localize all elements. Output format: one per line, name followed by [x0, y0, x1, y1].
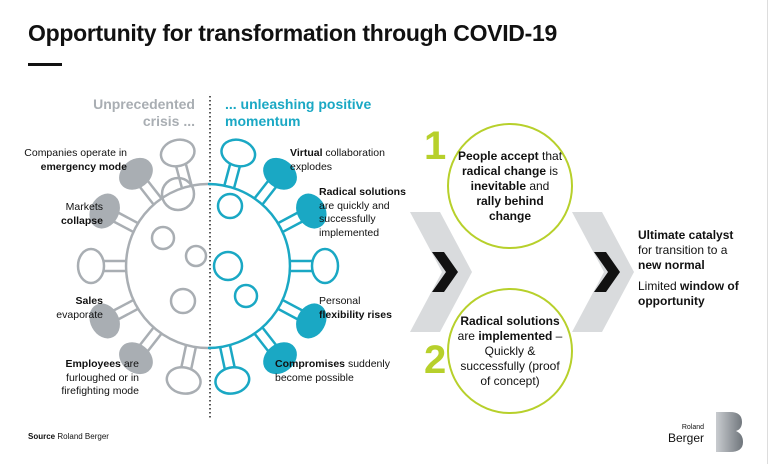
title-underline: [28, 63, 62, 66]
virus-inner-circle: [169, 287, 197, 315]
label-flexibility: Personal flexibility rises: [319, 295, 392, 321]
label-markets: Markets collapse: [60, 201, 103, 227]
virus-body: [124, 182, 209, 350]
virus-inner-circle: [216, 192, 244, 220]
virus-spike: [296, 303, 327, 339]
step-circle-1: People accept that radical change is ine…: [447, 123, 573, 249]
virus-spike-stem: [139, 186, 155, 206]
virus-spike-stem: [117, 211, 139, 225]
virus-spike-stem: [190, 346, 198, 370]
header-momentum: ... unleashing positive momentum: [225, 96, 372, 129]
label-compromises: Compromises suddenly become possible: [275, 358, 390, 384]
virus-spike-stem: [261, 186, 277, 206]
virus-inner-circle: [184, 244, 208, 268]
virus-spike: [296, 193, 327, 229]
virus-spike: [89, 193, 120, 229]
virus-spike-stem: [146, 332, 163, 352]
header-crisis: Unprecedented crisis ...: [93, 96, 195, 129]
virus-spike-stem: [184, 163, 193, 186]
virus-inner-circle: [160, 176, 196, 212]
virus-spike-stem: [232, 166, 241, 189]
label-emergency: Companies operate in emergency mode: [24, 147, 127, 173]
label-virtual: Virtual collaboration explodes: [290, 147, 385, 173]
virus-spike: [159, 138, 196, 168]
virus-spike-stem: [139, 326, 155, 346]
virus-spike: [214, 365, 251, 395]
virus-spike-stem: [146, 180, 163, 200]
source-note: Source Roland Berger: [28, 432, 109, 441]
roland-berger-logo: [716, 412, 743, 452]
virus-spike-stem: [261, 326, 277, 346]
virus-spike: [263, 157, 297, 190]
step-circle-2: Radical solutions are implemented – Quic…: [447, 288, 573, 414]
label-radical-solutions: Radical solutions are quickly and succes…: [319, 186, 406, 239]
virus-spike-stem: [253, 180, 270, 200]
virus-spike-stem: [113, 298, 134, 312]
page-title: Opportunity for transformation through C…: [28, 20, 557, 46]
step-text: Radical solutions are implemented – Quic…: [457, 313, 563, 388]
virus-spike: [119, 157, 153, 190]
virus-spike: [220, 138, 257, 168]
label-sales: Sales evaporate: [56, 295, 103, 321]
virus-spike: [89, 303, 120, 339]
virus-spike: [165, 365, 202, 395]
virus-spike-stem: [277, 307, 299, 321]
virus-spike: [263, 342, 297, 375]
virus-spike: [310, 247, 340, 285]
virus-inner-circle: [150, 225, 176, 251]
virus-spike-stem: [228, 344, 236, 367]
virus-spike: [119, 342, 153, 375]
virus-spike-stem: [277, 211, 299, 225]
virus-spike-stem: [253, 332, 270, 352]
label-employees: Employees are furloughed or in firefight…: [61, 358, 139, 397]
virus-spike-stem: [282, 298, 303, 312]
step-number-1: 1: [424, 124, 447, 168]
virus-spike-stem: [117, 307, 139, 321]
virus-spike-stem: [113, 220, 134, 234]
chevron-right-icon: [410, 212, 472, 332]
virus-spike-stem: [282, 220, 303, 234]
virus-spike-stem: [180, 344, 188, 367]
step-number-2: 2: [424, 338, 447, 382]
virus-body: [207, 182, 292, 350]
virus-spike-stem: [218, 346, 226, 370]
virus-spike: [76, 247, 106, 285]
virus-spike-stem: [223, 163, 232, 186]
step-text: People accept that radical change is ine…: [457, 148, 563, 223]
virus-inner-circle: [233, 283, 259, 309]
virus-inner-circle: [212, 250, 244, 282]
chevron-right-icon-2: [572, 212, 634, 332]
